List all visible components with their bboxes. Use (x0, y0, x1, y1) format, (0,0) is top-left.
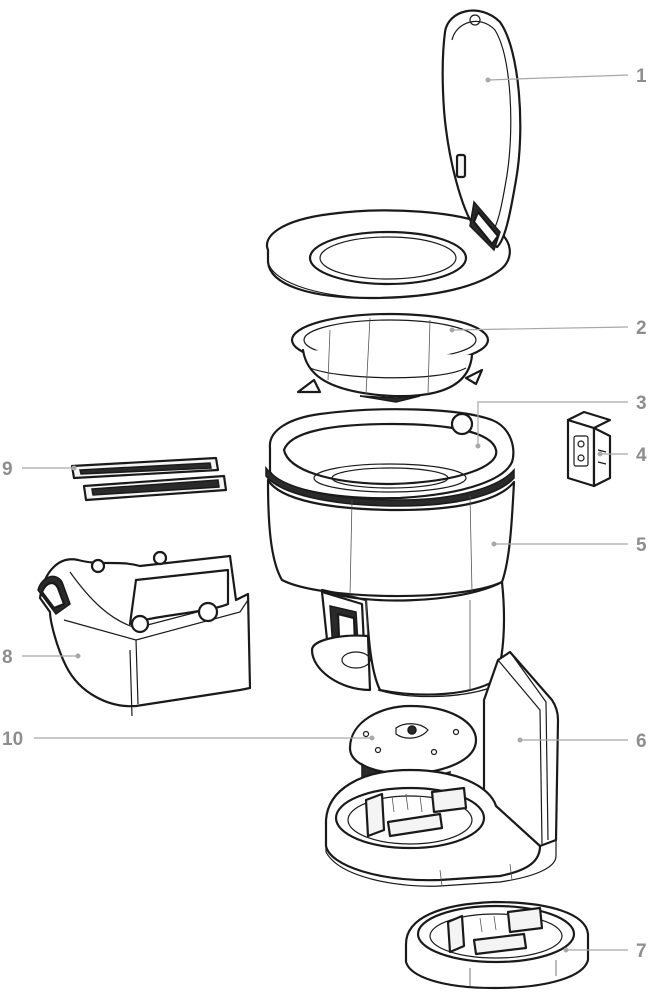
callout-8: 8 (2, 647, 81, 668)
leader-line-2 (451, 326, 629, 331)
callout-7: 7 (563, 941, 647, 962)
callout-label-2: 2 (636, 318, 647, 339)
callout-2: 2 (449, 318, 647, 339)
part-4-connector-block (566, 410, 612, 488)
part-1-seat-and-lid (265, 9, 522, 300)
leader-line-1 (487, 74, 629, 81)
callout-label-4: 4 (636, 445, 647, 466)
callout-9: 9 (2, 459, 77, 480)
callout-label-1: 1 (636, 66, 647, 87)
callout-label-6: 6 (636, 731, 647, 752)
callout-label-9: 9 (2, 459, 13, 480)
callout-3: 3 (475, 393, 647, 449)
callout-label-10: 10 (2, 729, 23, 750)
callout-label-5: 5 (636, 535, 647, 556)
callout-4: 4 (597, 445, 647, 466)
part-9-seal-strips (70, 456, 228, 502)
part-8-waste-tank (37, 550, 252, 717)
callout-1: 1 (485, 66, 647, 87)
part-2-inner-bowl (290, 312, 490, 403)
callout-label-8: 8 (2, 647, 13, 668)
part-7-floor-ring (404, 900, 590, 990)
part-5-main-body (265, 408, 516, 698)
callout-label-7: 7 (636, 941, 647, 962)
callout-10: 10 (2, 729, 375, 750)
callout-5: 5 (491, 535, 647, 556)
leader-line-3 (477, 401, 628, 446)
callout-label-3: 3 (636, 393, 647, 414)
callout-6: 6 (517, 731, 647, 752)
part-6-base-with-wall (324, 650, 560, 887)
